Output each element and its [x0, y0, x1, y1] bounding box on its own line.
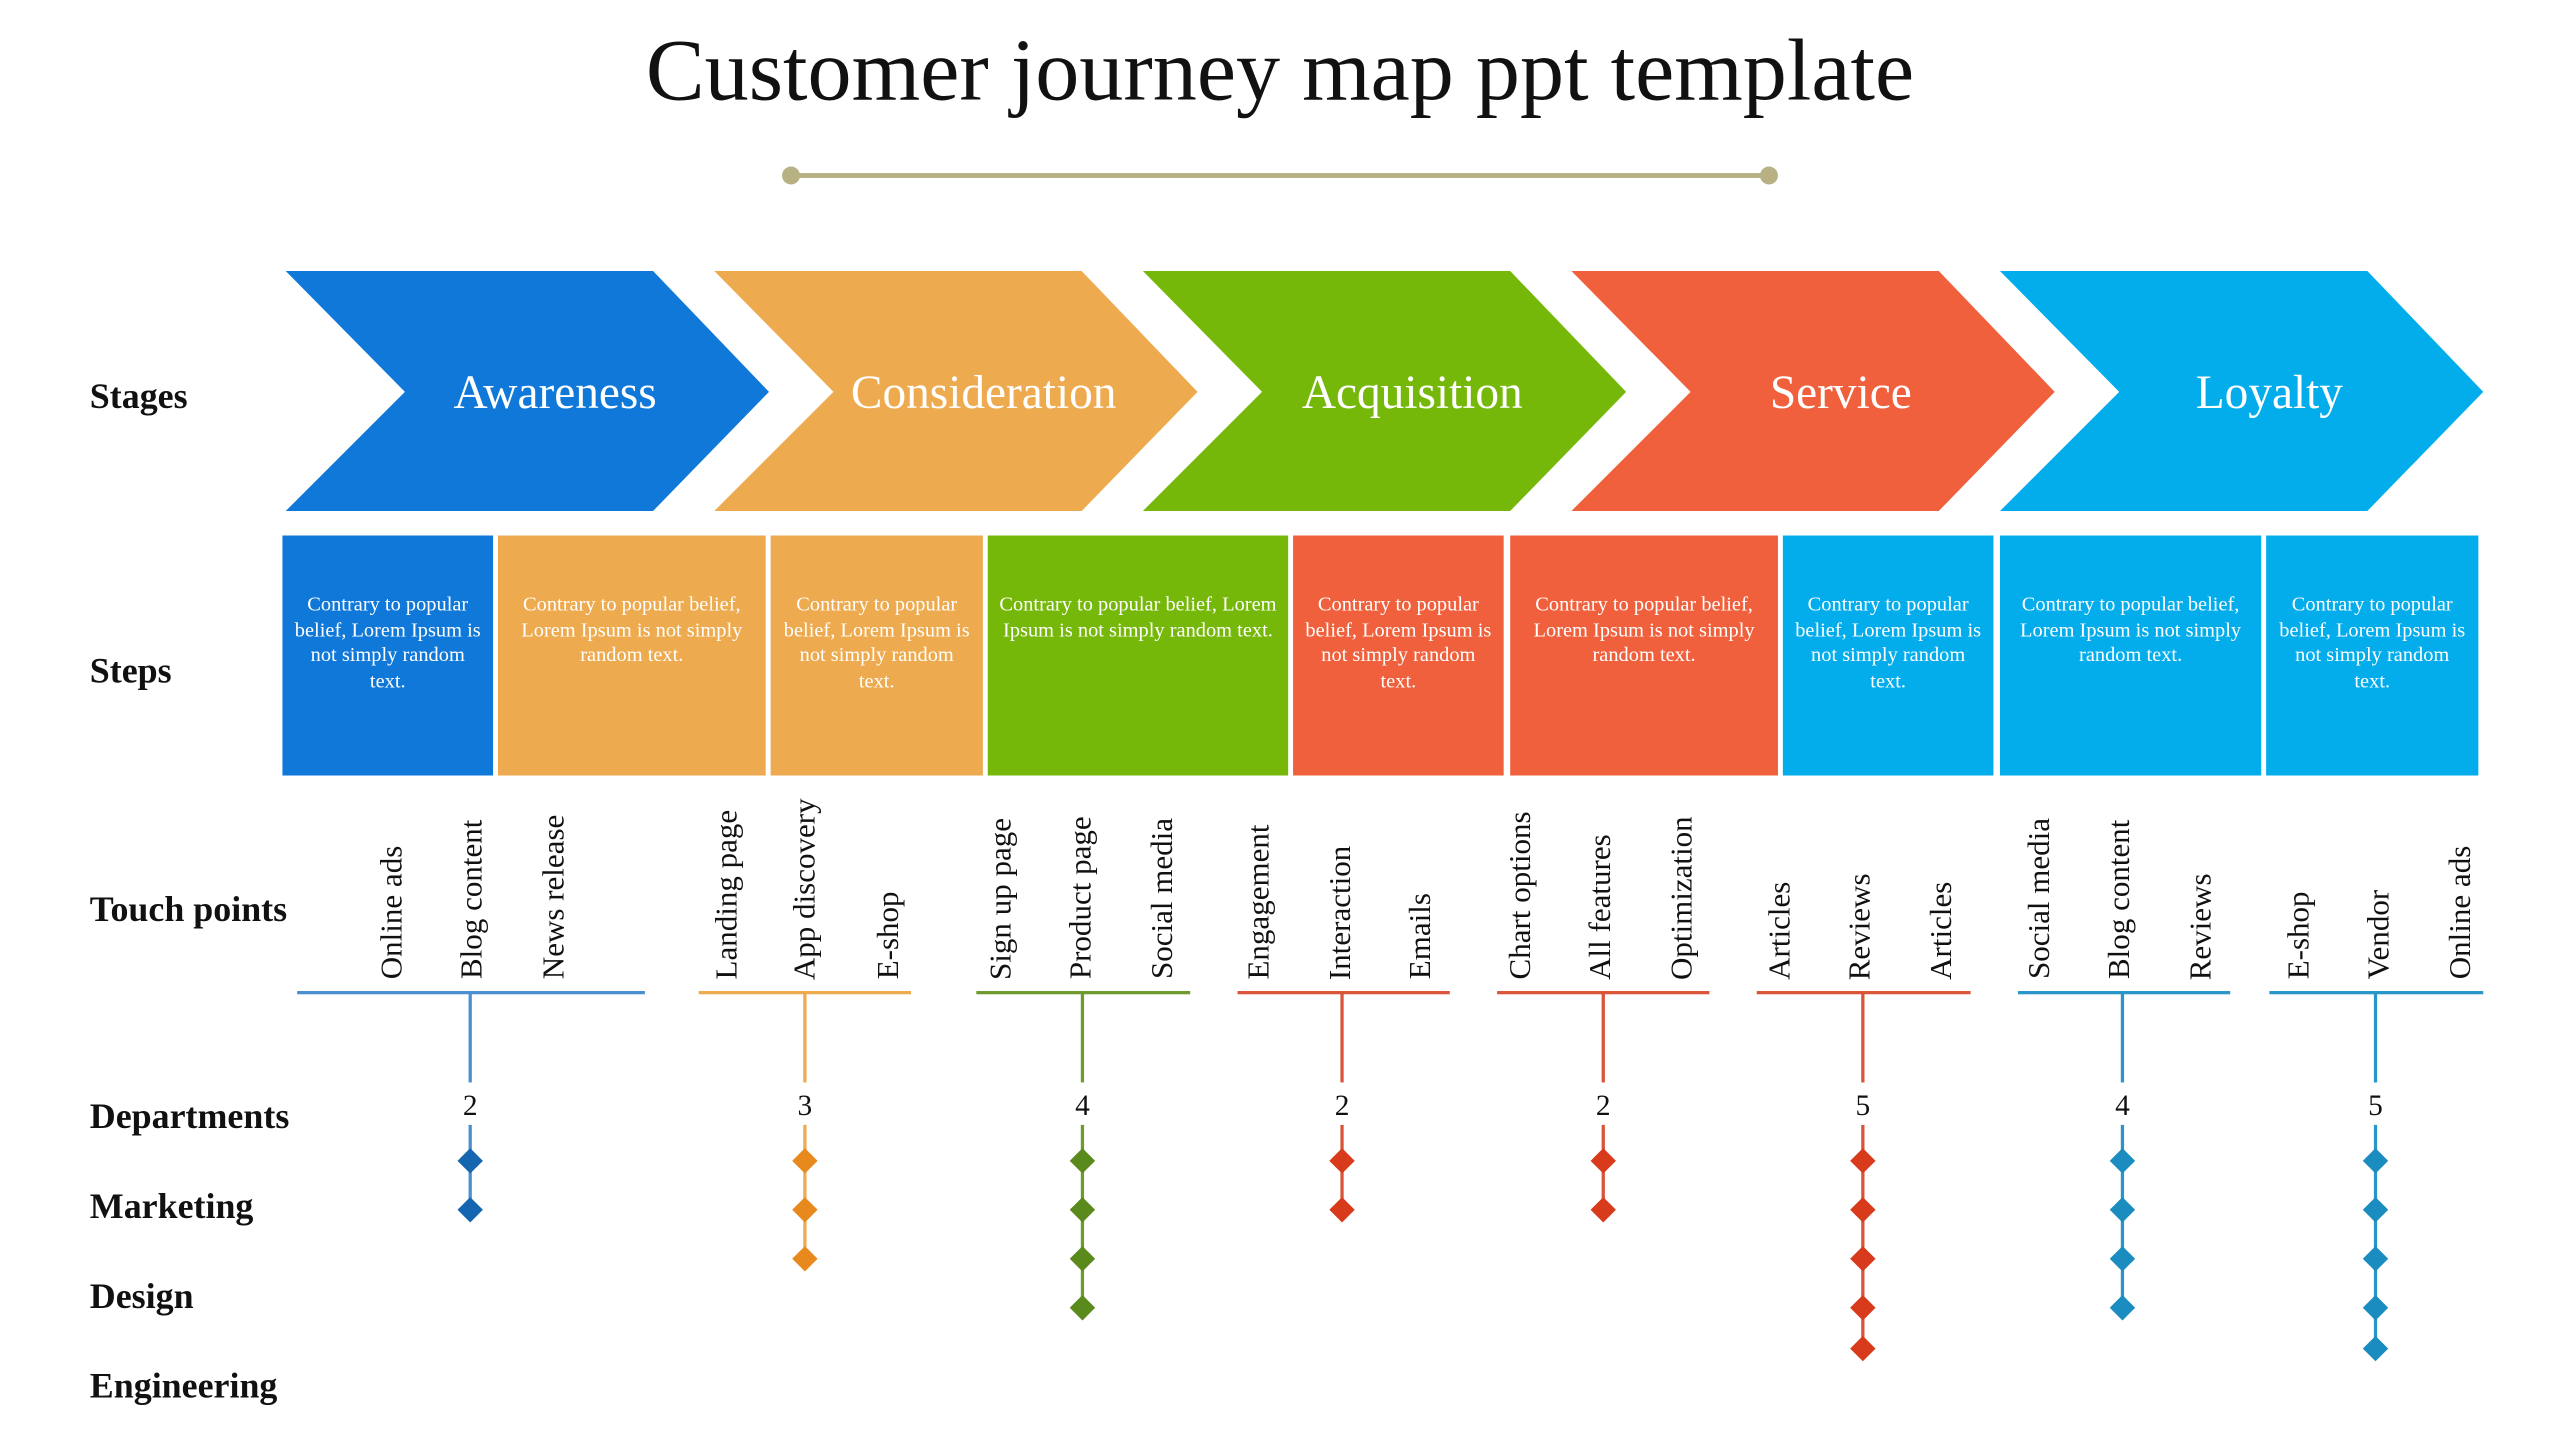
stage-chevron-acquisition — [1142, 271, 1627, 512]
row-label-touch-points: Touch points — [89, 888, 288, 929]
touch-group-connector — [1340, 992, 1344, 1083]
touch-group-connector — [1081, 992, 1084, 1083]
touch-group-baseline — [1497, 991, 1710, 994]
department-count: 5 — [1855, 1088, 1871, 1122]
title-underline — [790, 173, 1770, 178]
touch-point-label: Social media — [2022, 818, 2058, 980]
touch-point-label: E-shop — [871, 891, 907, 980]
touch-point-label: Social media — [1146, 818, 1181, 980]
step-box: Contrary to popular belief, Lorem Ipsum … — [497, 535, 766, 776]
touch-point-label: Sign up page — [984, 817, 1019, 980]
touch-point-label: E-shop — [2282, 891, 2317, 980]
touch-point-label: Blog content — [455, 820, 490, 980]
department-count: 5 — [2368, 1088, 2383, 1122]
touch-point-label: Product page — [1064, 816, 1099, 980]
step-box: Contrary to popular belief, Lorem Ipsum … — [1782, 535, 1994, 776]
touch-group-baseline — [1237, 991, 1450, 994]
touch-point-label: App discovery — [788, 797, 823, 980]
touch-group-connector — [468, 992, 472, 1083]
step-box: Contrary to popular belief, Lorem Ipsum … — [2266, 535, 2479, 776]
touch-point-label: Landing page — [710, 809, 745, 980]
row-label-engineering: Engineering — [89, 1364, 278, 1406]
touch-group-baseline — [2269, 991, 2484, 994]
stage-label: Acquisition — [1302, 367, 1523, 419]
touch-point-label: Articles — [1924, 881, 1960, 980]
slide-title: Customer journey map ppt template — [645, 21, 1915, 120]
row-label-marketing: Marketing — [89, 1185, 254, 1227]
touch-point-label: Interaction — [1324, 845, 1359, 980]
touch-point-label: News release — [537, 815, 572, 980]
stage-label: Consideration — [851, 367, 1117, 419]
stage-label: Loyalty — [2196, 367, 2344, 419]
touch-point-label: Blog content — [2102, 820, 2138, 980]
stage-chevron-loyalty — [1999, 271, 2484, 512]
touch-group-connector — [2121, 992, 2124, 1083]
stage-label: Service — [1770, 367, 1912, 419]
step-box: Contrary to popular belief, Lorem Ipsum … — [770, 535, 983, 776]
touch-group-connector — [2374, 992, 2377, 1083]
row-label-design: Design — [89, 1275, 194, 1316]
underline-dot-left — [782, 166, 800, 185]
touch-point-label: Online ads — [375, 846, 410, 980]
row-label-stages: Stages — [89, 375, 188, 417]
touch-point-label: Optimization — [1665, 815, 1700, 980]
row-label-departments: Departments — [89, 1095, 290, 1137]
stage-chevron-consideration — [714, 271, 1198, 512]
underline-dot-right — [1759, 166, 1778, 185]
department-count: 4 — [2115, 1088, 2130, 1122]
department-connector — [2374, 1124, 2377, 1349]
touch-point-label: Articles — [1763, 881, 1798, 980]
department-count: 4 — [1075, 1088, 1090, 1122]
row-label-steps: Steps — [89, 649, 172, 691]
department-count: 2 — [1595, 1088, 1611, 1122]
department-connector — [803, 1124, 807, 1259]
step-box: Contrary to popular belief, Lorem Ipsum … — [1999, 535, 2262, 776]
step-box: Contrary to popular belief, Lorem Ipsum … — [282, 535, 494, 776]
touch-group-connector — [1861, 992, 1865, 1083]
touch-point-label: Reviews — [2184, 872, 2219, 980]
department-count: 2 — [462, 1088, 478, 1122]
touch-point-label: Chart options — [1503, 811, 1538, 980]
touch-group-connector — [1602, 992, 1605, 1083]
stage-chevron-service — [1571, 271, 2055, 512]
touch-point-label: Engagement — [1242, 824, 1277, 980]
step-box: Contrary to popular belief, Lorem Ipsum … — [1293, 535, 1504, 776]
step-box: Contrary to popular belief, Lorem Ipsum … — [1510, 535, 1778, 776]
step-box: Contrary to popular belief, Lorem Ipsum … — [987, 535, 1289, 776]
stage-chevron-awareness — [285, 271, 769, 512]
touch-point-label: Emails — [1404, 893, 1439, 980]
touch-group-connector — [803, 992, 807, 1083]
touch-group-baseline — [2017, 991, 2231, 994]
touch-group-baseline — [698, 991, 912, 994]
department-count: 2 — [1334, 1088, 1350, 1122]
department-count: 3 — [797, 1088, 813, 1122]
stage-label: Awareness — [453, 367, 656, 419]
touch-group-baseline — [976, 991, 1191, 994]
touch-point-label: Online ads — [2444, 846, 2479, 980]
touch-point-label: All features — [1583, 834, 1618, 980]
touch-group-baseline — [1756, 991, 1971, 994]
touch-group-baseline — [297, 991, 645, 994]
department-connector — [1861, 1124, 1865, 1349]
touch-point-label: Reviews — [1843, 872, 1878, 980]
touch-point-label: Vendor — [2362, 889, 2397, 980]
